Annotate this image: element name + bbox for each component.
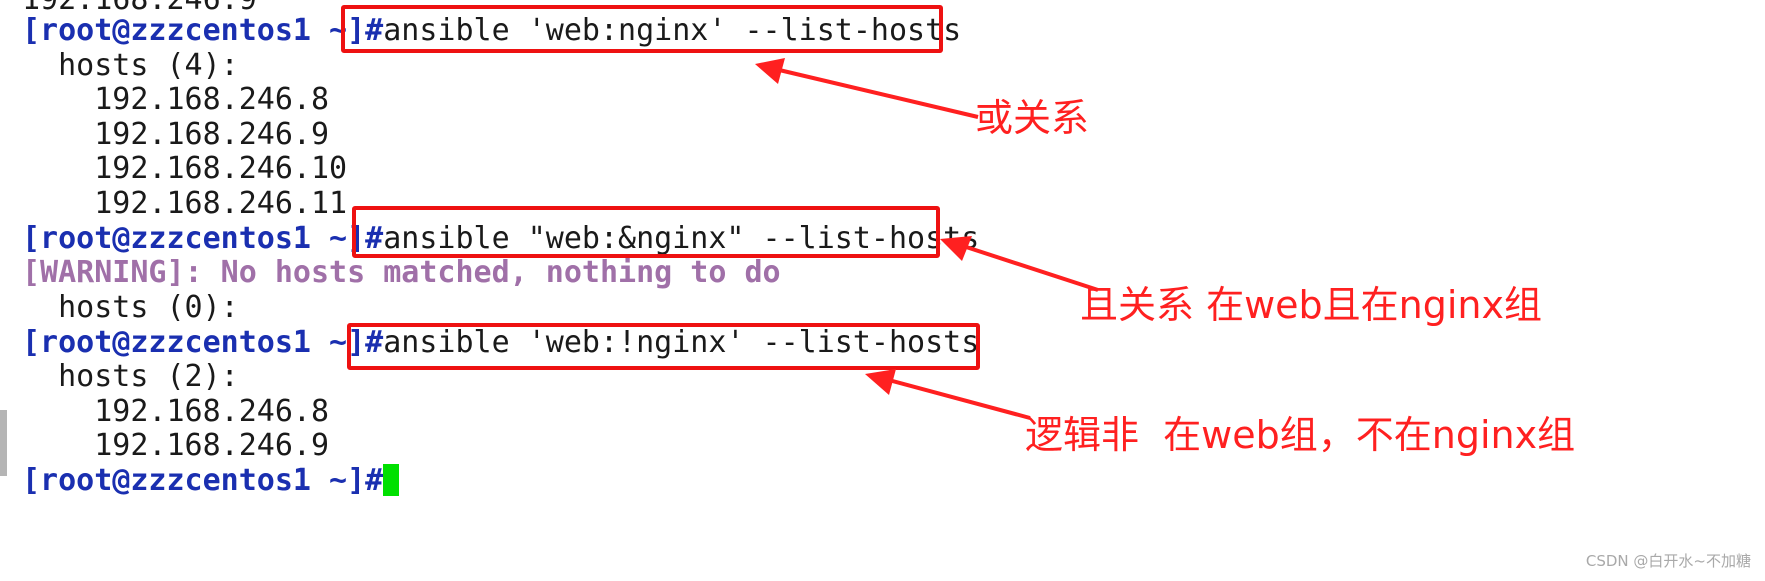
shell-prompt: [root@zzzcentos1 ~]#	[22, 221, 384, 256]
scrollbar[interactable]	[0, 410, 7, 476]
command-line-1: [root@zzzcentos1 ~]#ansible 'web:nginx' …	[22, 14, 961, 48]
output-line: 192.168.246.9	[22, 428, 330, 463]
shell-prompt: [root@zzzcentos1 ~]#	[22, 13, 384, 48]
output-line: 192.168.246.9	[22, 117, 330, 152]
arrow-and	[959, 243, 1099, 292]
highlight-box-and	[352, 206, 940, 258]
clipped-output-line: 192.168.246.9	[22, 0, 257, 17]
annotation-or: 或关系	[975, 96, 1090, 140]
shell-prompt: [root@zzzcentos1 ~]#	[22, 463, 384, 498]
highlight-box-or	[341, 5, 943, 53]
watermark: CSDN @白开水~不加糖	[1585, 552, 1751, 570]
annotation-and: 且关系 在web且在nginx组	[1080, 283, 1542, 327]
annotation-not: 逻辑非 在web组，不在nginx组	[1025, 413, 1576, 457]
output-line: 192.168.246.10	[22, 151, 348, 186]
output-line: hosts (2):	[22, 359, 239, 394]
command-text: ansible 'web:!nginx' --list-hosts	[383, 325, 980, 360]
output-line: 192.168.246.8	[22, 82, 330, 117]
shell-prompt: [root@zzzcentos1 ~]#	[22, 325, 384, 360]
output-line: hosts (4):	[22, 48, 239, 83]
output-line: hosts (0):	[22, 290, 239, 325]
command-line-3: [root@zzzcentos1 ~]#ansible 'web:!nginx'…	[22, 326, 979, 360]
arrow-not	[884, 377, 1031, 420]
arrow-or	[774, 67, 979, 119]
output-line: 192.168.246.8	[22, 394, 330, 429]
command-line-2: [root@zzzcentos1 ~]#ansible "web:&nginx"…	[22, 222, 979, 256]
output-line: 192.168.246.11	[22, 186, 348, 221]
terminal-cursor	[383, 464, 400, 496]
command-text: ansible 'web:nginx' --list-hosts	[383, 13, 962, 48]
command-line-4[interactable]: [root@zzzcentos1 ~]#	[22, 463, 400, 498]
command-text: ansible "web:&nginx" --list-hosts	[383, 221, 980, 256]
warning-line: [WARNING]: No hosts matched, nothing to …	[22, 255, 781, 290]
highlight-box-not	[347, 323, 980, 370]
